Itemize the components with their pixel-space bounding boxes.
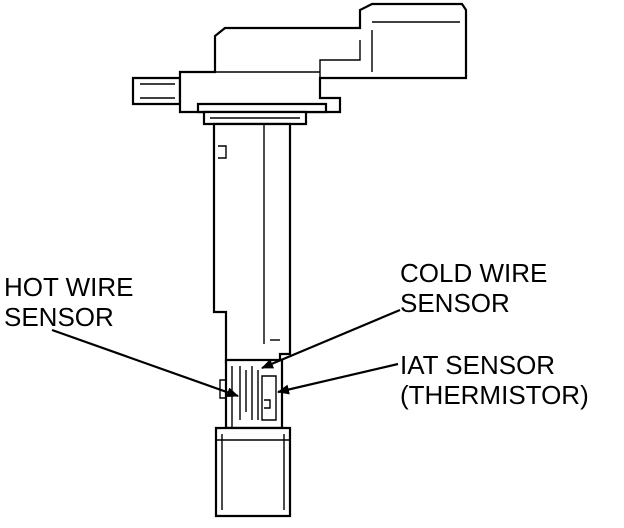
- iat-leader: [277, 362, 399, 395]
- connector-housing: [131, 2, 468, 114]
- iat-label-line1: IAT SENSOR: [400, 350, 555, 380]
- hot-wire-label-line2: SENSOR: [4, 302, 114, 332]
- sensor-tip: [214, 426, 292, 518]
- iat-label-line2: (THERMISTOR): [400, 380, 589, 410]
- hot-wire-label-line1: HOT WIRE: [4, 272, 134, 302]
- cold-wire-leader: [261, 308, 401, 370]
- cold-wire-label-line2: SENSOR: [400, 288, 510, 318]
- cold-wire-label-line1: COLD WIRE: [400, 258, 547, 288]
- hot-wire-leader: [51, 328, 239, 398]
- sensor-stem: [212, 122, 292, 364]
- mounting-collar: [202, 110, 308, 126]
